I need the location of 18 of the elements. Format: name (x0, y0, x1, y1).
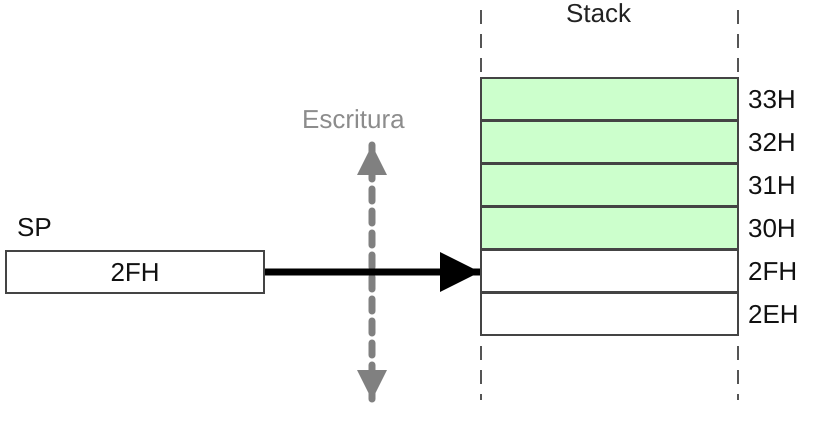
address-label: 32H (748, 129, 796, 155)
address-label: 2FH (748, 258, 798, 284)
address-label: 33H (748, 86, 796, 112)
address-label: 31H (748, 172, 796, 198)
stack-cell (480, 77, 739, 121)
register-value: 2FH (109, 259, 161, 285)
address-label: 30H (748, 215, 796, 241)
stack-cell (480, 292, 739, 336)
stack-cell (480, 120, 739, 164)
stack-cell (480, 163, 739, 207)
register-name: SP (17, 214, 52, 240)
stack-cell (480, 206, 739, 250)
address-label: 2EH (748, 301, 799, 327)
stack-cell (480, 249, 739, 293)
stack-heading: Stack (566, 0, 632, 26)
arrow (265, 252, 480, 292)
register-box (5, 250, 265, 294)
direction-label: Escritura (302, 106, 405, 132)
